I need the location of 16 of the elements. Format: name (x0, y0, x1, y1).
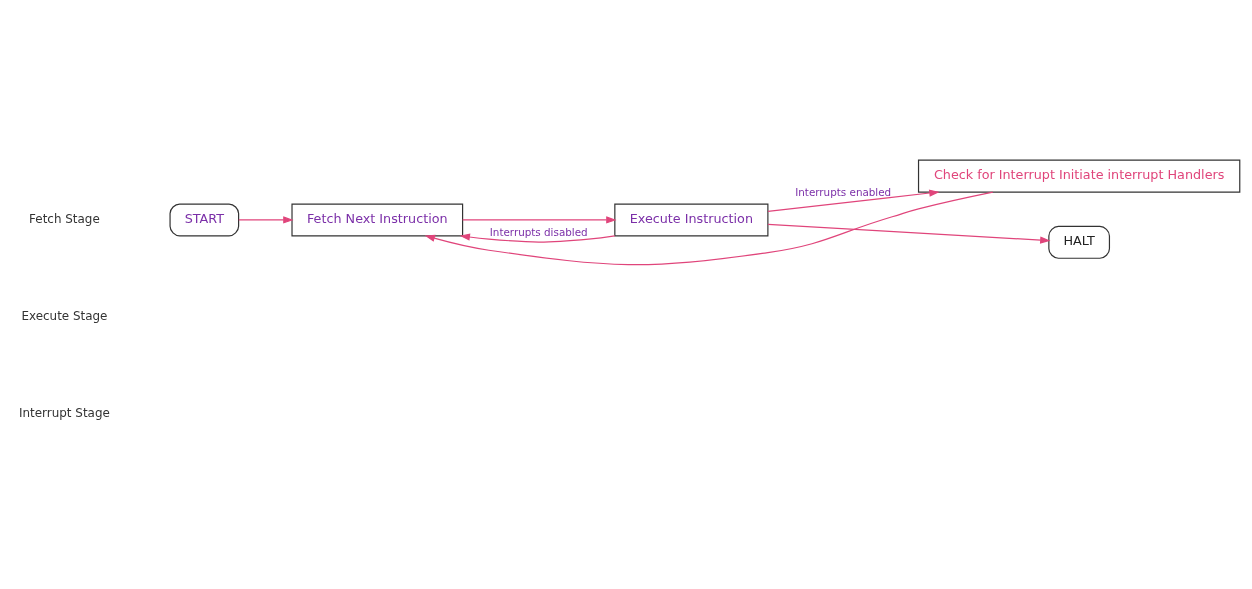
edge-label: Interrupts enabled (795, 185, 892, 198)
arrow (238, 216, 294, 224)
arrow (424, 191, 994, 266)
label: Fetch Stage (29, 211, 100, 226)
arrow (767, 223, 1051, 244)
node-box: Execute Instruction (614, 203, 769, 237)
label: Execute Stage (21, 309, 108, 324)
node-box: Fetch Next Instruction (291, 203, 464, 237)
node-box: HALT (1048, 225, 1111, 259)
arrow (462, 216, 617, 224)
edge-label: Interrupts disabled (489, 226, 588, 239)
node-box: START (169, 203, 240, 237)
label: Interrupt Stage (19, 406, 110, 421)
arrow (459, 233, 616, 243)
arrow (767, 189, 940, 212)
node-box: Check for Interrupt Initiate interrupt Handlers (917, 159, 1241, 193)
